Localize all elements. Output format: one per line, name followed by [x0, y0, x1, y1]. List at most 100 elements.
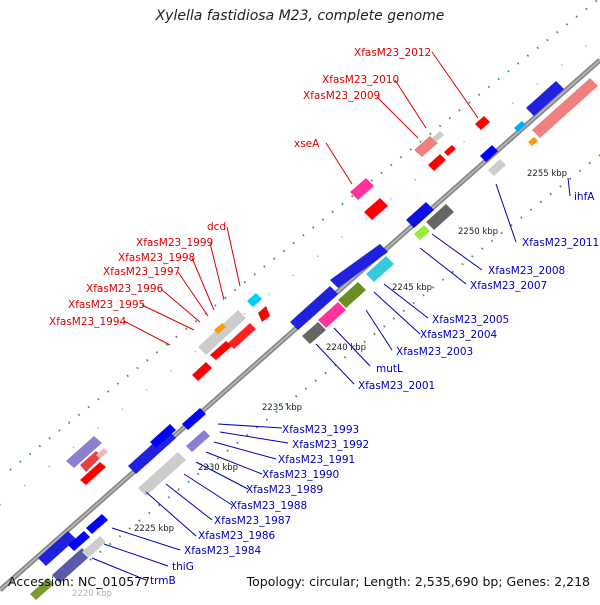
gene-arrow — [96, 448, 108, 459]
gene-label: XfasM23_1999 — [136, 237, 213, 249]
kbp-label: 2250 kbp — [458, 227, 498, 237]
gene-arrow — [80, 462, 106, 485]
gene-label: XfasM23_2011 — [522, 237, 599, 249]
gene-arrow — [258, 306, 270, 322]
gene-arrow — [432, 131, 444, 142]
kbp-label: 2220 kbp — [72, 589, 112, 599]
gene-arrow — [350, 178, 374, 200]
leader-line — [191, 257, 215, 311]
leader-line — [123, 320, 171, 346]
inner-strand-genes — [30, 78, 598, 600]
leader-line — [431, 233, 483, 271]
gene-arrow — [82, 536, 106, 558]
gene-arrow — [406, 202, 434, 228]
gene-arrow — [426, 204, 454, 230]
gene-label: XfasM23_1987 — [214, 515, 291, 527]
leader-line — [217, 423, 283, 429]
guide-dots — [0, 0, 600, 561]
gene-arrow — [528, 137, 538, 146]
gene-label: mutL — [376, 363, 403, 375]
leader-line — [103, 543, 169, 567]
gene-label: XfasM23_2010 — [322, 74, 399, 86]
leader-line — [226, 226, 241, 287]
summary-text: Topology: circular; Length: 2,535,690 bp… — [246, 574, 590, 589]
gene-label: XfasM23_1988 — [230, 500, 307, 512]
gene-arrow — [66, 436, 102, 468]
accession-text: Accession: NC_010577 — [8, 574, 151, 589]
gene-arrow — [138, 452, 186, 496]
gene-arrow — [428, 154, 446, 171]
gene-arrow — [290, 286, 338, 330]
leader-line — [394, 79, 427, 129]
kbp-label: 2225 kbp — [134, 524, 174, 534]
gene-arrow — [86, 514, 108, 534]
gene-arrow — [214, 323, 226, 334]
leader-line — [373, 291, 421, 335]
gene-label: XfasM23_1991 — [278, 454, 355, 466]
inner-gene-labels: ihfA XfasM23_2011 XfasM23_2008 XfasM23_2… — [150, 191, 599, 587]
gene-label: XfasM23_2012 — [354, 47, 431, 59]
gene-arrow — [338, 282, 366, 308]
gene-label: XfasM23_2003 — [396, 346, 473, 358]
gene-label: XfasM23_1992 — [292, 439, 369, 451]
label-leaders — [91, 51, 571, 581]
gene-arrow — [475, 116, 490, 130]
gene-arrow — [150, 424, 176, 448]
leader-line — [195, 461, 249, 490]
gene-label: trmB — [150, 575, 176, 587]
leader-line — [213, 441, 277, 460]
leader-line — [567, 177, 571, 197]
gene-label: XfasM23_2004 — [420, 329, 498, 341]
gene-arrow — [302, 322, 326, 344]
leader-line — [205, 451, 263, 475]
kbp-tick-labels: 2225 kbp 2230 kbp 2235 kbp 2240 kbp 2245… — [72, 169, 567, 599]
kbp-label: 2255 kbp — [527, 169, 567, 179]
leader-line — [209, 242, 225, 301]
gene-arrow — [330, 244, 388, 288]
gene-label: XfasM23_1998 — [118, 252, 195, 264]
gene-label: dcd — [207, 221, 226, 233]
gene-arrow — [366, 256, 394, 282]
gene-arrow — [414, 225, 430, 240]
gene-arrow — [38, 531, 76, 566]
leader-line — [315, 343, 355, 385]
kbp-label: 2230 kbp — [198, 463, 238, 473]
leader-line — [419, 247, 467, 285]
leader-line — [376, 96, 419, 139]
guide-line-outer — [9, 0, 600, 471]
gene-label: XfasM23_1984 — [184, 545, 262, 557]
gene-arrow — [192, 362, 212, 381]
leader-line — [91, 557, 147, 581]
map-title: Xylella fastidiosa M23, complete genome — [155, 8, 445, 24]
gene-arrow — [182, 408, 206, 430]
gene-arrow — [128, 430, 176, 474]
gene-arrow — [30, 578, 54, 600]
leader-line — [145, 491, 197, 537]
gene-label: XfasM23_1996 — [86, 283, 164, 295]
kbp-label: 2240 kbp — [326, 343, 366, 353]
outer-gene-labels: XfasM23_2012 XfasM23_2010 XfasM23_2009 x… — [49, 47, 431, 328]
leader-line — [177, 271, 209, 317]
gene-label: XfasM23_1997 — [103, 266, 180, 278]
gene-label: XfasM23_2008 — [488, 265, 565, 277]
gene-label: XfasM23_2009 — [303, 90, 380, 102]
gene-label: XfasM23_1986 — [198, 530, 276, 542]
leader-line — [160, 288, 201, 323]
gene-arrow — [318, 302, 346, 328]
gene-arrow — [247, 293, 262, 307]
gene-label: XfasM23_1989 — [246, 484, 323, 496]
gene-arrow — [526, 81, 564, 116]
leader-line — [111, 527, 181, 551]
gene-label: XfasM23_2007 — [470, 280, 547, 292]
gene-arrow — [198, 310, 246, 355]
leader-line — [165, 483, 213, 521]
kbp-label: 2235 kbp — [262, 403, 302, 413]
kbp-label: 2245 kbp — [392, 283, 432, 293]
leader-line — [333, 327, 371, 367]
outer-strand-genes — [66, 116, 490, 485]
gene-label: XfasM23_1990 — [262, 469, 339, 481]
gene-arrow — [228, 323, 256, 349]
leader-line — [183, 473, 233, 506]
leader-line — [325, 142, 353, 185]
